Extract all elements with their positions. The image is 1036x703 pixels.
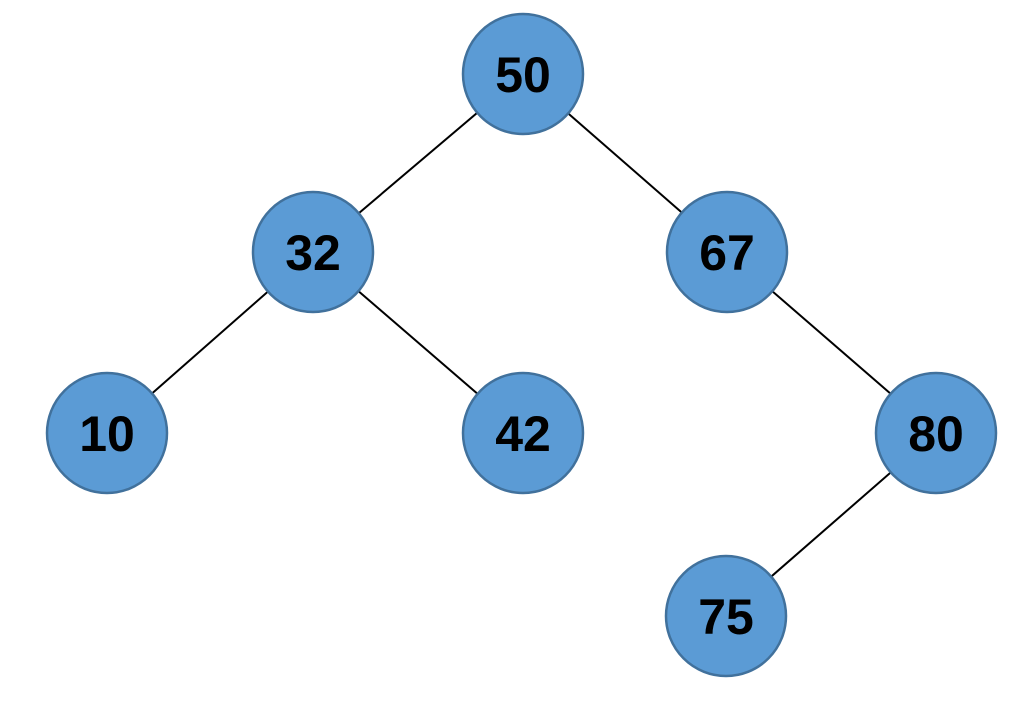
tree-node-label: 50 — [495, 47, 551, 103]
tree-node-10: 10 — [45, 371, 169, 495]
tree-node-67: 67 — [665, 190, 789, 314]
tree-node-label: 80 — [908, 406, 964, 462]
tree-node-label: 42 — [495, 406, 551, 462]
tree-node-circle — [251, 190, 375, 314]
tree-node-80: 80 — [874, 371, 998, 495]
tree-node-circle — [874, 371, 998, 495]
tree-node-label: 67 — [699, 225, 755, 281]
tree-node-50: 50 — [461, 12, 585, 136]
tree-node-label: 32 — [285, 225, 341, 281]
tree-node-circle — [461, 12, 585, 136]
tree-node-label: 10 — [79, 406, 135, 462]
tree-node-32: 32 — [251, 190, 375, 314]
tree-node-42: 42 — [461, 371, 585, 495]
tree-node-circle — [45, 371, 169, 495]
tree-node-75: 75 — [664, 554, 788, 678]
tree-node-circle — [664, 554, 788, 678]
tree-node-label: 75 — [698, 589, 754, 645]
tree-node-circle — [665, 190, 789, 314]
tree-node-circle — [461, 371, 585, 495]
